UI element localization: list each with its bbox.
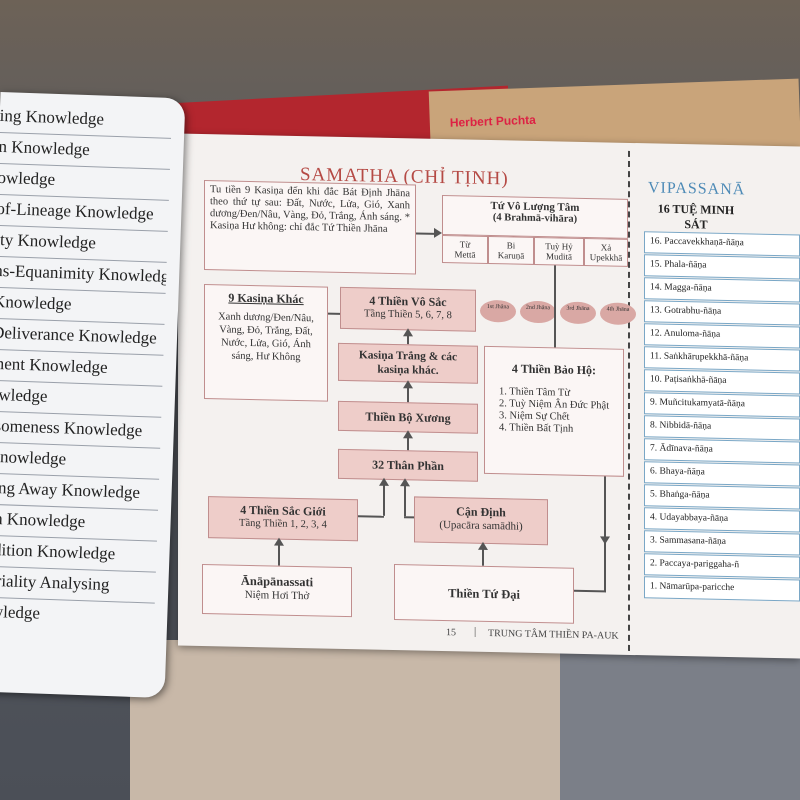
vipassana-subtitle: 16 TUỆ MINH SÁT xyxy=(657,201,735,232)
vipassana-item: 6. Bhaya-ñāṇa xyxy=(644,461,800,487)
vipassana-item: 16. Paccavekkhaṇā-ñāṇa xyxy=(644,231,800,257)
anapana-box: Ānāpānassati Niệm Hơi Thở xyxy=(202,563,352,618)
kasina-trang-box: Kasiṇa Trắng & các kasiṇa khác. xyxy=(338,342,478,384)
bao-ho-box: 4 Thiền Bảo Hộ: 1. Thiền Tâm Từ 2. Tuỳ N… xyxy=(484,345,624,477)
vipassana-item: 13. Gotrabhu-ñāṇa xyxy=(644,300,800,326)
arrow-tip xyxy=(478,541,488,550)
vo-sac-sub: Tầng Thiền 5, 6, 7, 8 xyxy=(364,308,452,322)
tvlt-item-pali: Upekkhā xyxy=(589,252,623,263)
bo-xuong-text: Thiền Bộ Xương xyxy=(365,409,451,426)
left-book-row: owledge xyxy=(0,601,41,623)
jhana-oval: 2nd Jhāna xyxy=(520,300,556,324)
vipassana-item: 10. Paṭisaṅkhā-ñāṇa xyxy=(644,369,800,395)
arrow xyxy=(604,476,606,593)
tvlt-item-pali: Muditā xyxy=(546,251,572,262)
vipassana-item: 9. Muñcitukamyatā-ñāṇa xyxy=(644,392,800,418)
jhana-oval: 1st Jhāna xyxy=(480,299,516,323)
arrow-tip xyxy=(600,536,610,545)
vo-sac-box: 4 Thiền Vô Sắc Tầng Thiền 5, 6, 7, 8 xyxy=(340,286,476,332)
vipassana-item: 15. Phala-ñāṇa xyxy=(644,254,800,280)
jhana-oval: 3rd Jhāna xyxy=(560,301,596,325)
kasina-khac-body: Xanh dương/Đen/Nâu, Vàng, Đỏ, Trắng, Đất… xyxy=(218,311,314,364)
section-divider xyxy=(628,150,632,651)
book-spine-text: Herbert Puchta xyxy=(449,112,537,130)
vipassana-item: 12. Anuloma-ñāṇa xyxy=(644,323,800,349)
bottom-box-right xyxy=(560,640,800,800)
vipassana-item: 11. Saṅkhārupekkhā-ñāṇa xyxy=(644,346,800,372)
tu-dai-box: Thiền Tứ Đại xyxy=(394,564,574,624)
tvlt-item-pali: Mettā xyxy=(454,249,476,260)
vipassana-item: 1. Nāmarūpa-paricche xyxy=(644,576,800,602)
intro-text: Tu tiền 9 Kasiṇa đến khi đắc Bát Định Jh… xyxy=(210,184,410,235)
vipassana-item: 3. Sammasana-ñāṇa xyxy=(644,530,800,556)
jhana-oval: 4th Jhāna xyxy=(600,302,636,326)
arrow xyxy=(554,265,556,348)
arrow-tip xyxy=(379,477,389,486)
arrow-tip xyxy=(400,478,410,487)
kasina-trang-text: Kasiṇa Trắng & các kasiṇa khác. xyxy=(358,349,458,377)
bao-ho-item: 4. Thiền Bất Tịnh xyxy=(499,422,574,435)
vipassana-item: 4. Udayabbaya-ñāṇa xyxy=(644,507,800,533)
arrow xyxy=(358,515,384,518)
left-book-page: ing Knowledge n Knowledge owledge of-Lin… xyxy=(0,91,186,699)
vipassana-item: 14. Magga-ñāṇa xyxy=(644,277,800,303)
arrow-tip xyxy=(403,380,413,389)
arrow xyxy=(574,589,604,593)
arrow-tip xyxy=(274,537,284,546)
intro-box: Tu tiền 9 Kasiṇa đến khi đắc Bát Định Jh… xyxy=(204,180,416,275)
anapana-sub: Niệm Hơi Thở xyxy=(244,588,310,603)
footer-text: TRUNG TÂM THIỀN PA-AUK xyxy=(488,627,619,642)
bao-ho-title: 4 Thiền Bảo Hộ: xyxy=(511,361,597,378)
diagram-page: SAMATHA (CHỈ TỊNH) VIPASSANĀ 16 TUỆ MINH… xyxy=(178,133,800,659)
arrow-tip xyxy=(403,328,413,337)
vipassana-item: 8. Nibbidā-ñāṇa xyxy=(644,415,800,441)
vipassana-item: 2. Paccaya-pariggaha-ñ xyxy=(644,553,800,579)
footer-divider: | xyxy=(474,625,477,638)
can-dinh-box: Cận Định (Upacāra samādhi) xyxy=(414,496,548,546)
arrow-tip xyxy=(403,430,413,439)
tu-vo-luong-tam-box: Tứ Vô Lượng Tâm (4 Brahmā-vihāra) xyxy=(442,195,628,239)
vipassana-item: 5. Bhaṅga-ñāṇa xyxy=(644,484,800,510)
than-phan-text: 32 Thân Phần xyxy=(372,457,444,474)
arrow-tip xyxy=(434,227,442,239)
kasina-khac-box: 9 Kasiṇa Khác Xanh dương/Đen/Nâu, Vàng, … xyxy=(204,284,328,402)
arrow xyxy=(328,312,340,315)
than-phan-box: 32 Thân Phần xyxy=(338,448,478,482)
vipassana-item: 7. Ādīnava-ñāṇa xyxy=(644,438,800,464)
arrow xyxy=(404,516,414,519)
tvlt-item-pali: Karuṇā xyxy=(497,250,525,261)
bo-xuong-box: Thiền Bộ Xương xyxy=(338,400,478,434)
can-dinh-sub: (Upacāra samādhi) xyxy=(439,518,523,533)
vipassana-title: VIPASSANĀ xyxy=(648,179,746,199)
sac-gioi-sub: Tầng Thiền 1, 2, 3, 4 xyxy=(239,517,327,531)
sac-gioi-box: 4 Thiền Sắc Giới Tầng Thiền 1, 2, 3, 4 xyxy=(208,496,358,542)
page-number: 15 xyxy=(446,627,456,639)
tu-dai-text: Thiền Tứ Đại xyxy=(448,586,520,602)
kasina-khac-title: 9 Kasiṇa Khác xyxy=(228,290,304,307)
arrow xyxy=(416,232,436,235)
